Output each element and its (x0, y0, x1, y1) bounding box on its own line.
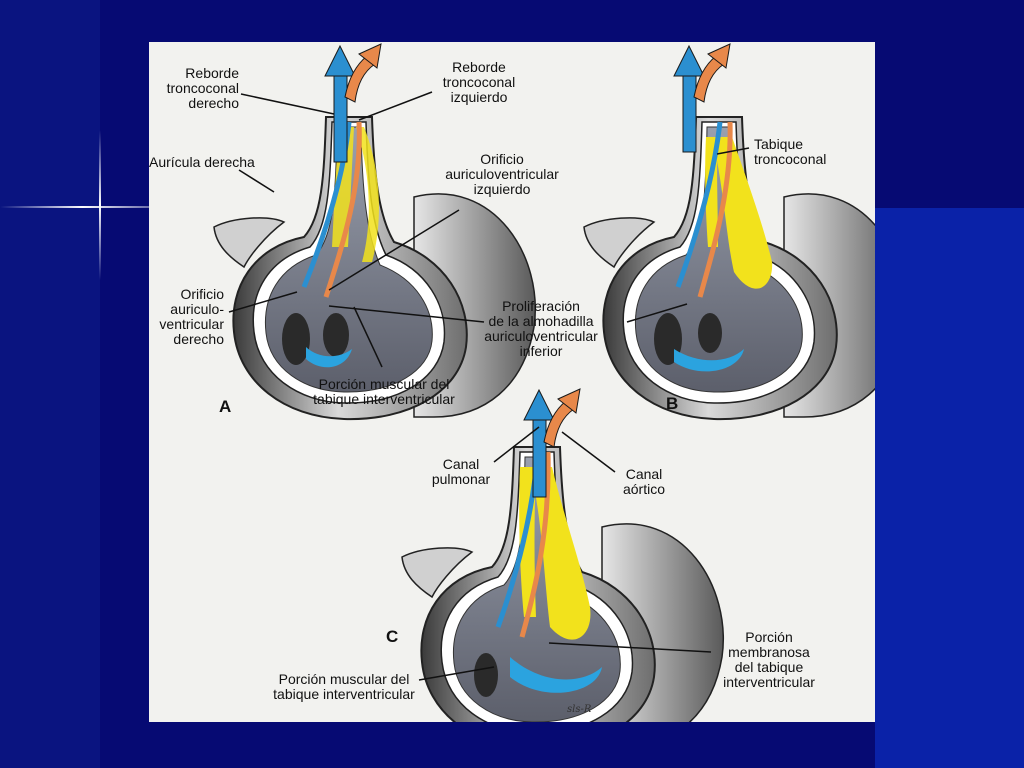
label-tabique-troncoconal: Tabique troncoconal (754, 136, 827, 167)
arrows-panel-a (324, 43, 382, 163)
heart-illustration (213, 43, 875, 722)
panel-label-a: A (219, 397, 232, 416)
label-orificio-av-izquierdo: Orificio auriculoventricular izquierdo (445, 151, 559, 197)
label-auricula-derecha: Aurícula derecha (149, 154, 255, 170)
arrows-panel-c (523, 388, 581, 498)
slide-right-band (875, 208, 1024, 768)
label-canal-pulmonar: Canal pulmonar (431, 456, 491, 487)
label-reborde-troncoconal-izquierdo: Reborde troncoconal izquierdo (442, 59, 516, 105)
label-canal-aortico: Canal aórtico (622, 466, 666, 497)
artist-signature: sls-R (567, 704, 592, 715)
arrows-panel-b (673, 43, 731, 153)
slide-left-band (0, 0, 100, 768)
label-porcion-muscular-a: Porción muscular del tabique interventri… (313, 376, 455, 407)
lens-flare-vertical (99, 130, 101, 280)
label-reborde-troncoconal-derecho: Reborde troncoconal derecho (166, 65, 239, 111)
panel-label-b: B (666, 394, 679, 413)
leader-lines (228, 91, 750, 681)
label-porcion-muscular-c: Porción muscular del tabique interventri… (273, 671, 415, 702)
label-porcion-membranosa: Porción membranosa del tabique intervent… (723, 629, 815, 690)
label-orificio-av-derecho: Orificio auriculo- ventricular derecho (159, 286, 224, 347)
label-proliferacion-almohadilla: Proliferación de la almohadilla auriculo… (484, 298, 598, 359)
panel-label-c: C (386, 627, 399, 646)
heart-development-figure: Reborde troncoconal derecho Reborde tron… (149, 42, 875, 722)
heart-panel-b (583, 116, 875, 421)
lens-flare-horizontal (0, 206, 150, 208)
